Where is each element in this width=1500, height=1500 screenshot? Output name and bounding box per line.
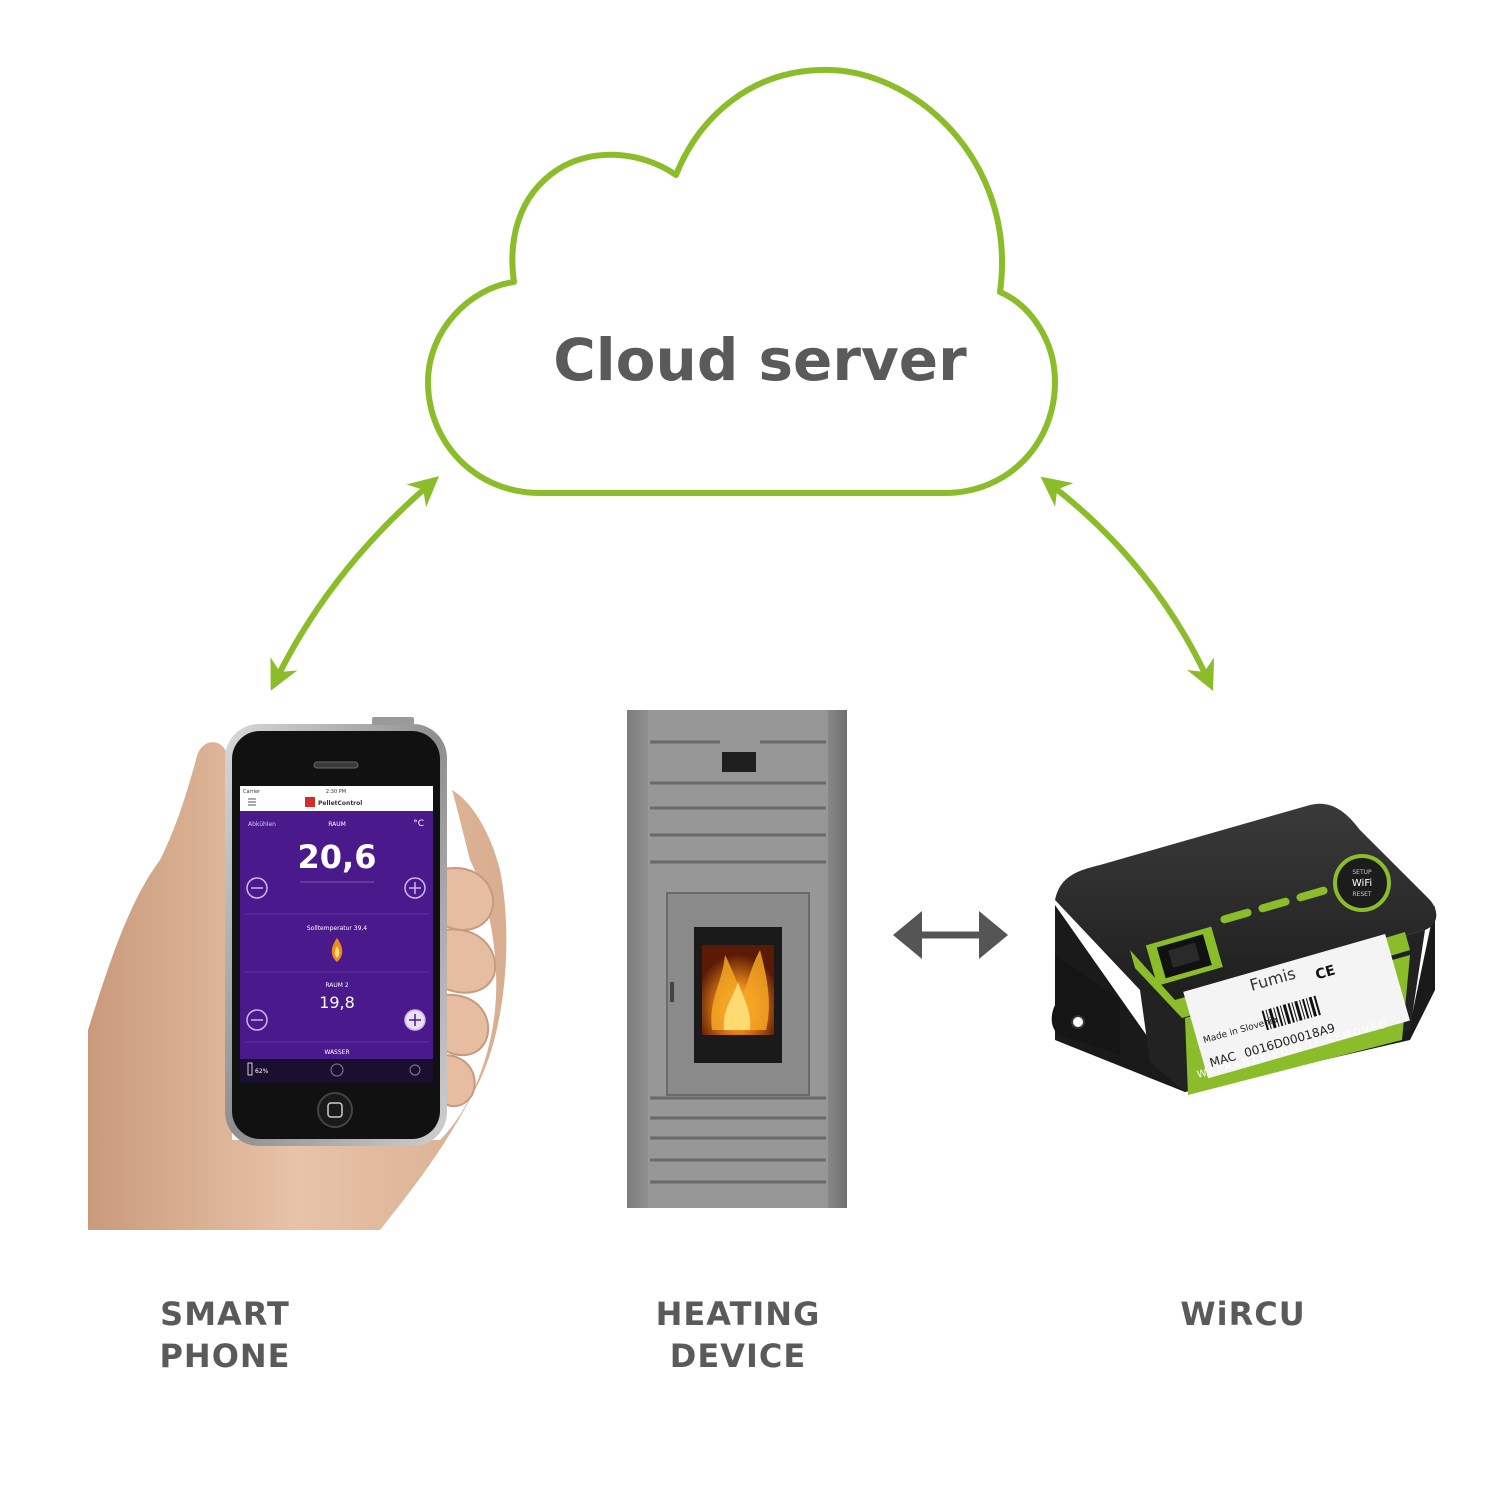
heating-device-node	[627, 710, 847, 1208]
arrow-wircu-cloud	[1040, 476, 1215, 691]
flame-icon	[331, 938, 343, 962]
zone3-label: WASSER	[324, 1049, 349, 1056]
setpoint-text: Solltemperatur 39,4	[307, 925, 367, 932]
wircu-node: Made in Slovenia MAC 0016D00018A9 Fumis …	[1051, 803, 1437, 1095]
status-time: 2:30 PM	[326, 789, 346, 795]
cloud-server-node: Cloud server	[425, 66, 1058, 496]
tab-timer-icon[interactable]	[409, 1064, 421, 1076]
svg-text:WiFi: WiFi	[1352, 878, 1372, 889]
zone2-minus-button[interactable]	[246, 1009, 268, 1031]
zone1-minus-button[interactable]	[246, 877, 268, 899]
control-panel	[722, 752, 756, 772]
zone1-plus-button[interactable]	[404, 877, 426, 899]
mounting-tab	[1051, 955, 1120, 1055]
earpiece	[313, 761, 359, 769]
smartphone-node: Carrier 2:30 PM PelletControl Abkühlen R…	[88, 717, 507, 1230]
phone-screen: Carrier 2:30 PM PelletControl Abkühlen R…	[240, 786, 433, 1083]
smartphone-label-line2: PHONE	[159, 1337, 290, 1375]
app-brand: PelletControl	[318, 800, 362, 807]
svg-text:CE: CE	[1314, 963, 1337, 984]
mode-label: Abkühlen	[248, 821, 276, 828]
wircu-label: WiRCU	[1180, 1295, 1305, 1333]
zone2-value: 19,8	[319, 993, 355, 1012]
arrow-heating-wircu	[893, 911, 1008, 959]
home-button[interactable]	[317, 1092, 353, 1128]
arrow-smartphone-cloud	[270, 476, 440, 691]
status-carrier: Carrier	[243, 789, 261, 795]
battery-value: 62%	[255, 1068, 269, 1075]
unit-label: °C	[413, 819, 424, 829]
fire-icon	[702, 945, 774, 1035]
zone2-plus-button[interactable]	[404, 1009, 426, 1031]
cloud-title: Cloud server	[553, 326, 967, 394]
door-handle	[670, 982, 674, 1002]
svg-text:RESET: RESET	[1352, 891, 1372, 898]
heating-label-line2: DEVICE	[670, 1337, 806, 1375]
barcode-icon	[1261, 995, 1321, 1031]
menu-icon[interactable]	[248, 798, 256, 806]
zone1-value: 20,6	[298, 838, 377, 876]
smartphone-label-line1: SMART	[160, 1295, 290, 1333]
cloud-shape	[425, 66, 1058, 496]
bottom-slats	[650, 1096, 826, 1184]
battery-icon	[247, 1062, 253, 1076]
top-slats	[650, 740, 826, 864]
brand-logo-icon	[305, 797, 315, 807]
zone1-label: RAUM	[328, 821, 346, 828]
tab-fan-icon[interactable]	[330, 1063, 344, 1077]
app-tab-bar	[240, 1059, 433, 1083]
svg-text:SETUP: SETUP	[1352, 869, 1372, 876]
hand-illustration	[88, 742, 507, 1230]
setup-wifi-reset-button[interactable]: SETUP WiFi RESET	[1333, 854, 1391, 912]
ethernet-port-icon	[1145, 926, 1223, 986]
status-leds	[1220, 886, 1328, 924]
device-label: Made in Slovenia MAC 0016D00018A9 Fumis …	[1183, 933, 1410, 1079]
heating-label-line1: HEATING	[656, 1295, 821, 1333]
zone2-label: RAUM 2	[325, 982, 349, 989]
mount-hole	[1071, 1015, 1085, 1029]
